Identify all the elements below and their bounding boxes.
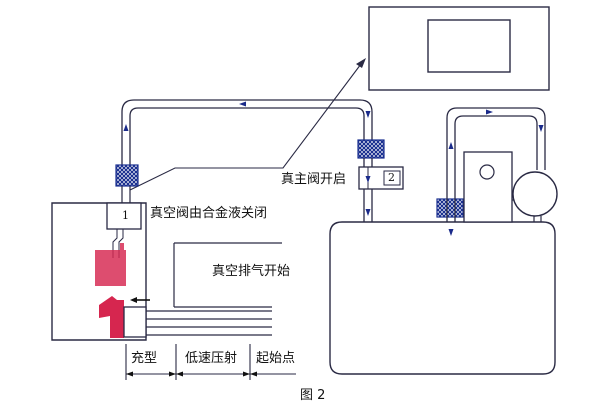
runner-alloy	[99, 296, 124, 338]
vacuum-valve-1	[106, 202, 142, 230]
main-valve	[358, 158, 404, 222]
shot-sleeve	[146, 242, 282, 336]
plunger-arrow	[130, 297, 150, 303]
label-phase-fill: 充型	[131, 351, 158, 366]
label-vacuum-valve-closed: 真空阀由合金液关闭	[150, 206, 268, 221]
valve-2-number: 2	[388, 171, 395, 184]
control-monitor	[368, 6, 550, 91]
die-cavity-alloy	[95, 243, 126, 286]
pump-loop-pipe	[446, 107, 546, 222]
valve-1-number: 1	[122, 209, 129, 222]
monitor-screen	[427, 19, 511, 73]
shot-plunger	[123, 306, 147, 338]
vacuum-pump	[463, 151, 558, 223]
filter-main-valve	[357, 139, 385, 159]
signal-leader-line	[129, 58, 366, 191]
label-phase-low-speed: 低速压射	[185, 351, 238, 366]
label-vacuum-exhaust-start: 真空排气开始	[212, 264, 291, 279]
vacuum-tank	[329, 221, 556, 375]
vacuum-valve-2	[383, 170, 401, 186]
label-phase-start: 起始点	[256, 351, 296, 366]
label-main-valve-open: 真主阀开启	[281, 172, 347, 187]
die-casting-mold	[51, 186, 147, 341]
timeline-arrowheads	[126, 371, 257, 377]
filter-die-side	[115, 164, 139, 187]
pump-motor	[512, 171, 558, 217]
vacuum-pipe-upper	[121, 99, 373, 165]
pump-flow-arrows	[448, 109, 544, 236]
figure-caption: 图 2	[300, 388, 326, 403]
pipe-flow-arrow	[123, 101, 371, 131]
filter-pump-side	[436, 198, 464, 218]
